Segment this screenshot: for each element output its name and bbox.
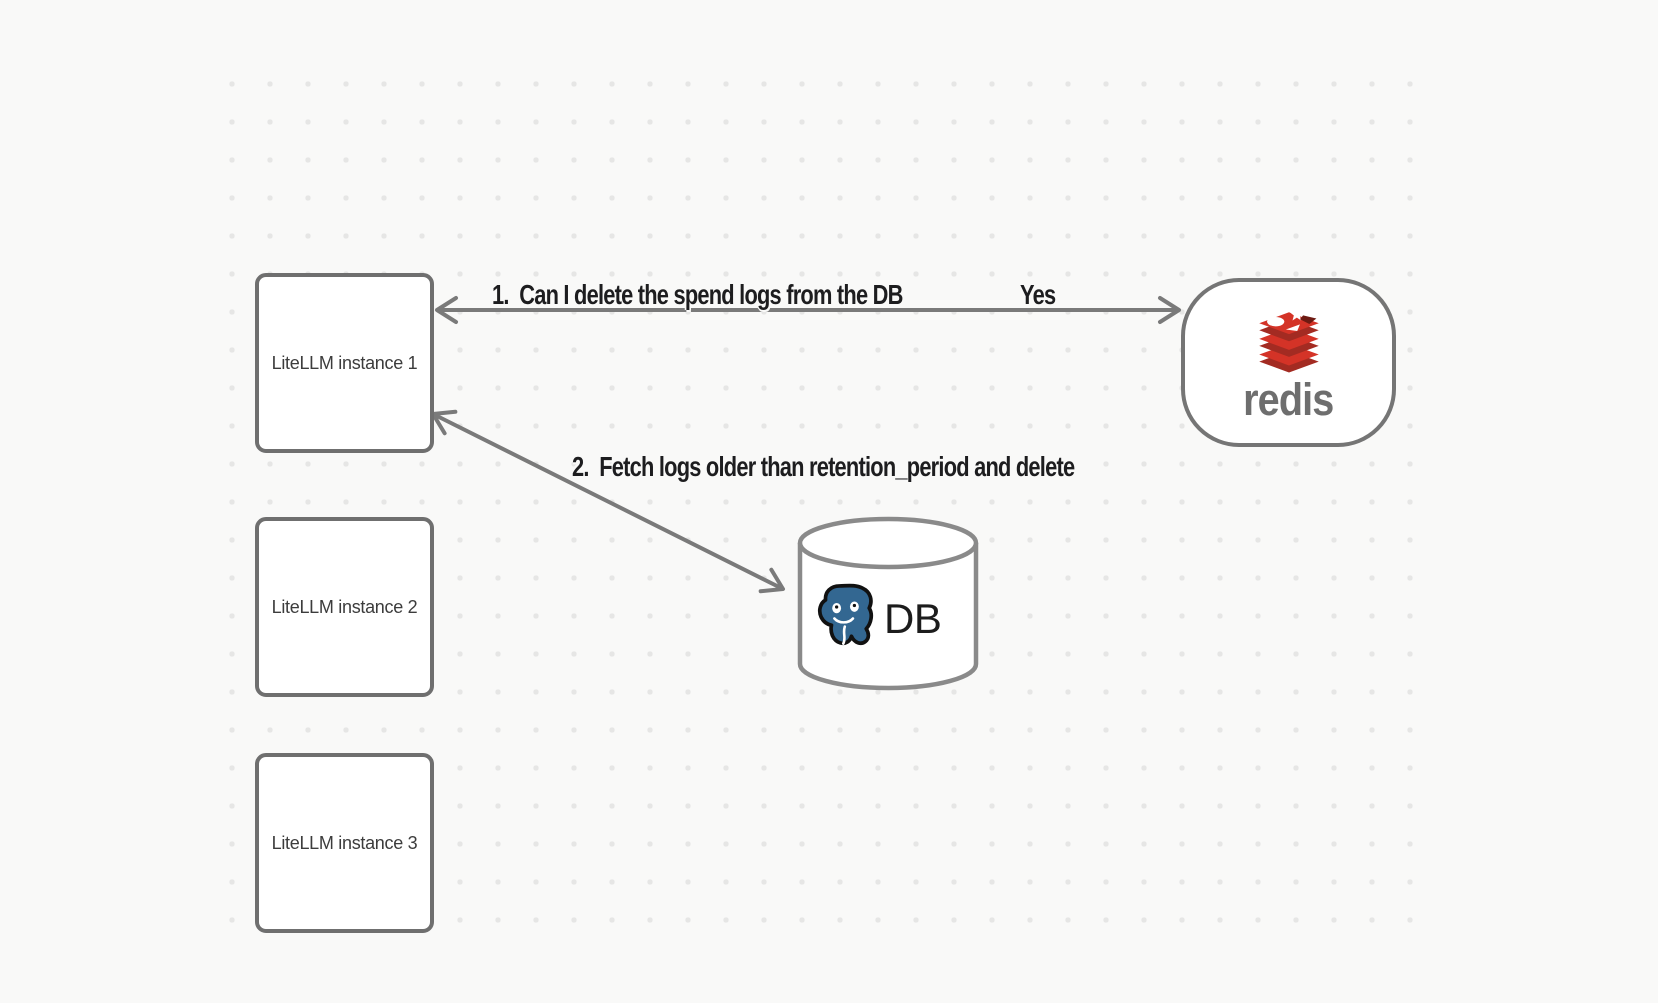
edge1-label: 1. Can I delete the spend logs from the … bbox=[492, 279, 903, 310]
database-cylinder[interactable] bbox=[797, 516, 979, 691]
edge2-label: 2. Fetch logs older than retention_perio… bbox=[572, 451, 1075, 482]
node-label: LiteLLM instance 1 bbox=[271, 352, 418, 373]
postgresql-elephant-icon bbox=[817, 583, 874, 646]
edge1-response-label: Yes bbox=[1020, 279, 1056, 310]
node-litellm-instance-2[interactable]: LiteLLM instance 2 bbox=[255, 517, 434, 697]
node-litellm-instance-1[interactable]: LiteLLM instance 1 bbox=[255, 273, 434, 453]
node-database[interactable]: DB bbox=[808, 580, 958, 658]
node-litellm-instance-3[interactable]: LiteLLM instance 3 bbox=[255, 753, 434, 933]
node-label: LiteLLM instance 2 bbox=[271, 596, 418, 617]
node-label: LiteLLM instance 3 bbox=[271, 832, 418, 853]
database-label: DB bbox=[884, 595, 942, 642]
redis-stack-logo-icon bbox=[1258, 306, 1319, 373]
node-redis[interactable]: redis bbox=[1181, 278, 1396, 447]
redis-wordmark: redis bbox=[1243, 373, 1334, 425]
arrow-instance1-to-db[interactable] bbox=[431, 409, 785, 594]
